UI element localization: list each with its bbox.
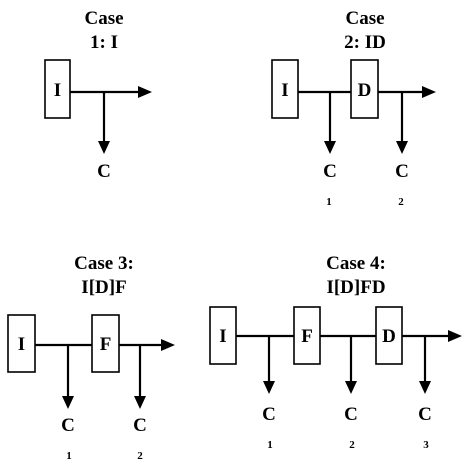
case-4-branch-3-arrowhead	[419, 381, 431, 394]
case-2-title-line1: Case	[345, 8, 384, 29]
case-3-title-line1: Case 3:	[74, 253, 134, 274]
case-1-box-i	[44, 59, 71, 119]
case-3-title-line2: I[D]F	[81, 277, 126, 298]
case-3-branch-1-arrowhead	[62, 396, 74, 409]
case-4-output-3-index: 3	[423, 439, 429, 451]
case-2-box-i-label: I	[281, 80, 288, 101]
case-1-output-c: C	[97, 161, 111, 182]
case-4-box-i	[209, 306, 237, 365]
case-1-main-arrowhead	[138, 86, 152, 98]
case-1-branch-arrowhead	[98, 141, 110, 154]
case-3-box-i	[7, 314, 36, 373]
case-1: Case 1: I I C	[44, 8, 152, 182]
case-4-branch-1-arrowhead	[263, 381, 275, 394]
case-3-output-1-index: 1	[66, 450, 72, 462]
case-4-box-d	[375, 306, 403, 365]
case-4: Case 4: I[D]FD I F D C 1 C 2 C 3	[209, 253, 462, 451]
case-2-branch-1-arrowhead	[324, 141, 336, 154]
case-4-main-arrowhead	[448, 330, 462, 342]
case-4-output-1-index: 1	[267, 439, 273, 451]
case-2-output-1-index: 1	[326, 196, 332, 208]
case-3-main-arrowhead	[161, 339, 175, 351]
case-4-title-line2: I[D]FD	[326, 277, 385, 298]
case-4-output-c2: C	[344, 404, 358, 425]
case-2-output-c2: C	[395, 161, 409, 182]
case-1-box-i-label: I	[54, 80, 61, 101]
case-3: Case 3: I[D]F I F C 1 C 2	[7, 253, 175, 462]
case-3-output-c2: C	[133, 415, 147, 436]
case-2-main-arrowhead	[422, 86, 436, 98]
case-3-branch-2-arrowhead	[134, 396, 146, 409]
case-4-box-d-label: D	[382, 326, 396, 347]
case-4-box-f-label: F	[301, 326, 313, 347]
case-2: Case 2: ID I D C 1 C 2	[271, 8, 436, 208]
case-3-box-i-label: I	[18, 334, 25, 355]
case-3-box-f	[91, 314, 120, 373]
case-2-box-d	[350, 59, 379, 119]
case-4-output-c1: C	[262, 404, 276, 425]
case-2-title-line2: 2: ID	[344, 32, 386, 53]
case-4-output-c3: C	[418, 404, 432, 425]
case-2-branch-2-arrowhead	[396, 141, 408, 154]
case-1-title-line2: 1: I	[90, 32, 118, 53]
case-2-box-i	[271, 59, 299, 119]
case-4-title-line1: Case 4:	[326, 253, 386, 274]
case-2-output-c1: C	[323, 161, 337, 182]
case-4-box-f	[293, 306, 321, 365]
case-3-output-2-index: 2	[137, 450, 143, 462]
case-3-box-f-label: F	[100, 334, 112, 355]
case-4-output-2-index: 2	[349, 439, 355, 451]
case-1-title-line1: Case	[84, 8, 123, 29]
case-4-box-i-label: I	[219, 326, 226, 347]
case-2-box-d-label: D	[358, 80, 372, 101]
case-3-output-c1: C	[61, 415, 75, 436]
case-2-output-2-index: 2	[398, 196, 404, 208]
case-4-branch-2-arrowhead	[345, 381, 357, 394]
